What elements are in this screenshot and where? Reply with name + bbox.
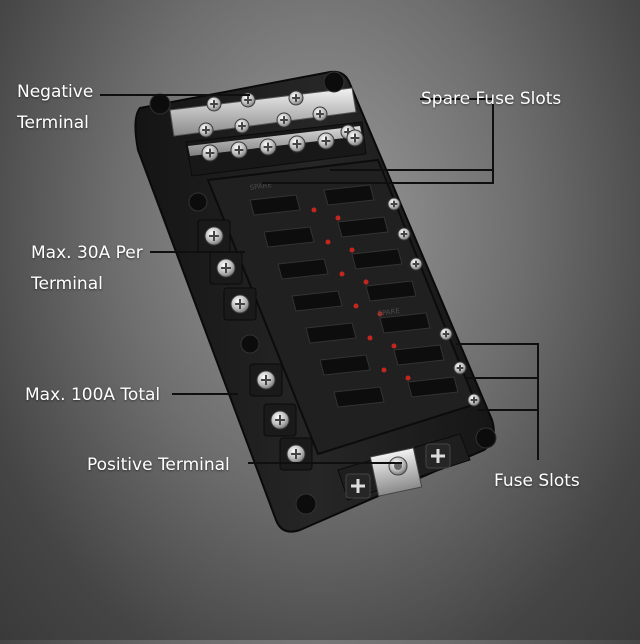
screw-terminal-icon bbox=[453, 361, 467, 375]
screw-terminal-icon bbox=[276, 112, 292, 128]
plus-sign-icon bbox=[345, 473, 371, 499]
screw-terminal-icon bbox=[198, 122, 214, 138]
led-indicator-icon bbox=[381, 367, 387, 373]
fuse-slot bbox=[291, 290, 343, 312]
leader-fuse-slots bbox=[456, 343, 539, 460]
led-indicator-icon bbox=[325, 239, 331, 245]
fuse-slot bbox=[393, 344, 445, 366]
fuse-slot bbox=[407, 376, 459, 398]
mounting-hole bbox=[149, 93, 171, 115]
fuse-slot bbox=[305, 322, 357, 344]
led-indicator-icon bbox=[377, 311, 383, 317]
mounting-hole bbox=[323, 71, 345, 93]
screw-terminal-icon bbox=[204, 226, 224, 246]
screw-terminal-icon bbox=[409, 257, 423, 271]
screw-terminal-icon bbox=[288, 135, 306, 153]
label-max-total: Max. 100A Total bbox=[25, 385, 161, 405]
label-negative-terminal-line2: Terminal bbox=[17, 113, 89, 133]
fuse-slot bbox=[277, 258, 329, 280]
label-spare-fuse-slots: Spare Fuse Slots bbox=[421, 89, 562, 109]
screw-terminal-icon bbox=[346, 129, 364, 147]
mounting-holes bbox=[149, 71, 497, 515]
screw-terminal-icon bbox=[312, 106, 328, 122]
label-max-per-terminal-line1: Max. 30A Per bbox=[31, 243, 143, 263]
negative-terminal-screws bbox=[198, 90, 364, 162]
spare-slot-marking: SPARE bbox=[249, 181, 272, 192]
led-indicator-icon bbox=[311, 207, 317, 213]
mounting-hole bbox=[475, 427, 497, 449]
leader-lines bbox=[100, 94, 539, 464]
fuse-slot bbox=[337, 216, 389, 238]
label-max-per-terminal-line2: Terminal bbox=[31, 274, 103, 294]
screw-terminal-icon bbox=[240, 92, 256, 108]
fuse-slot bbox=[365, 280, 417, 302]
fuse-slot bbox=[333, 386, 385, 408]
screw-terminal-icon bbox=[317, 132, 335, 150]
screw-terminal-icon bbox=[288, 90, 304, 106]
screw-terminal-icon bbox=[256, 370, 276, 390]
fuse-slot bbox=[249, 194, 301, 216]
led-indicator-icon bbox=[363, 279, 369, 285]
screw-terminal-icon bbox=[467, 393, 481, 407]
screw-terminal-icon bbox=[286, 444, 306, 464]
screw-terminal-icon bbox=[206, 96, 222, 112]
mounting-hole bbox=[240, 334, 260, 354]
screw-terminal-icon bbox=[439, 327, 453, 341]
fuse-slot-rows bbox=[249, 184, 459, 408]
screw-terminal-icon bbox=[216, 258, 236, 278]
led-indicator-icon bbox=[405, 375, 411, 381]
screw-terminal-icon bbox=[234, 118, 250, 134]
plus-sign-icon bbox=[425, 443, 451, 469]
fuse-slot bbox=[263, 226, 315, 248]
fuse-slot bbox=[323, 184, 375, 206]
led-indicator-icon bbox=[367, 335, 373, 341]
screw-terminal-icon bbox=[201, 144, 219, 162]
screw-terminal-icon bbox=[270, 410, 290, 430]
led-indicator-icon bbox=[391, 343, 397, 349]
positive-side-screws bbox=[197, 197, 481, 471]
screw-terminal-icon bbox=[230, 141, 248, 159]
led-indicator-icon bbox=[349, 247, 355, 253]
screw-terminal-icon bbox=[230, 294, 250, 314]
leader-spare-fuse-slots bbox=[262, 98, 494, 184]
screw-terminal-icon bbox=[387, 197, 401, 211]
led-indicator-icon bbox=[353, 303, 359, 309]
fuse-slot bbox=[379, 312, 431, 334]
mounting-hole bbox=[295, 493, 317, 515]
led-indicator-icon bbox=[335, 215, 341, 221]
label-fuse-slots: Fuse Slots bbox=[494, 471, 580, 491]
spare-slot-marking: SPARE bbox=[377, 307, 400, 318]
screw-terminal-icon bbox=[259, 138, 277, 156]
mounting-hole bbox=[188, 192, 208, 212]
led-indicators bbox=[311, 207, 411, 381]
led-indicator-icon bbox=[339, 271, 345, 277]
screw-terminal-icon bbox=[397, 227, 411, 241]
fuse-slot bbox=[351, 248, 403, 270]
label-positive-terminal: Positive Terminal bbox=[87, 455, 230, 475]
label-negative-terminal-line1: Negative bbox=[17, 82, 94, 102]
fuse-slot bbox=[319, 354, 371, 376]
